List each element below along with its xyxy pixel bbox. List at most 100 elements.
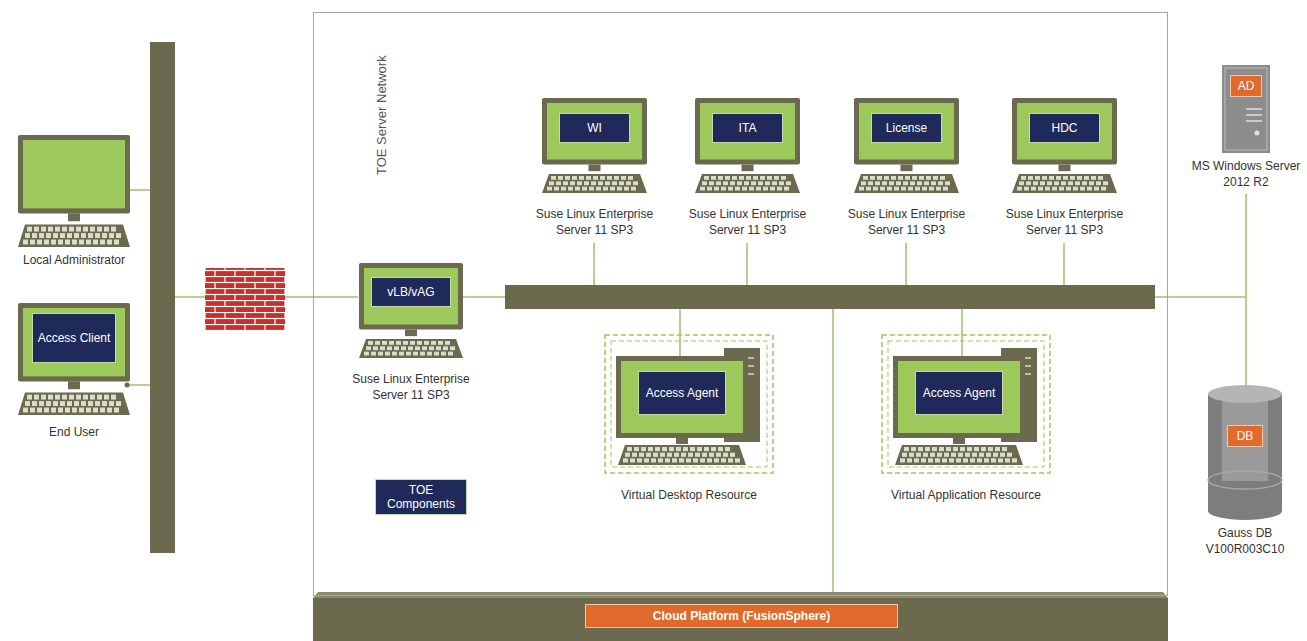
host-caption: Suse Linux Enterprise Server 11 SP3 — [525, 207, 665, 238]
component-box: Cloud Platform (FusionSphere) — [585, 604, 898, 628]
lan-bar — [150, 42, 175, 553]
cylinder-core — [1222, 394, 1268, 481]
monitor-screen — [23, 308, 125, 376]
monitor-screen — [547, 103, 642, 160]
keys — [23, 227, 121, 245]
keys — [859, 176, 950, 191]
keyboard — [695, 174, 800, 193]
component-label: HDC — [1049, 121, 1081, 135]
cloud-band — [313, 598, 1168, 641]
keys — [364, 341, 455, 356]
server-case — [1222, 65, 1270, 153]
component-box: AD — [1230, 75, 1262, 97]
cylinder-bottom — [1208, 502, 1282, 520]
monitor-screen — [23, 140, 125, 208]
server-front — [1225, 68, 1267, 150]
monitor-body — [18, 135, 130, 213]
monitor-body — [695, 98, 800, 165]
component-label: TOE Components — [376, 483, 466, 512]
component-label: Cloud Platform (FusionSphere) — [650, 609, 833, 623]
host-caption: Local Administrator — [9, 253, 139, 269]
component-box: WI — [559, 113, 630, 143]
monitor-neck — [68, 213, 80, 221]
component-label: Access Client — [35, 331, 114, 345]
computer-icon: ITASuse Linux Enterprise Server 11 SP3 — [695, 98, 800, 193]
firewall — [205, 268, 285, 330]
keys — [23, 395, 121, 413]
keyboard — [18, 393, 130, 415]
server-bus — [505, 285, 1155, 309]
monitor-neck — [1059, 165, 1071, 172]
component-box: vLB/vAG — [371, 277, 451, 307]
component-label: DB — [1234, 429, 1257, 443]
computer-icon: vLB/vAGSuse Linux Enterprise Server 11 S… — [359, 263, 463, 358]
server-icon: ADMS Windows Server 2012 R2 — [1222, 65, 1270, 153]
host-caption: MS Windows Server 2012 R2 — [1191, 159, 1301, 190]
monitor-body — [854, 98, 959, 165]
port-dot — [125, 383, 130, 388]
dashed-outline — [605, 335, 773, 473]
host-caption: Suse Linux Enterprise Server 11 SP3 — [678, 207, 818, 238]
component-label: Access Agent — [643, 386, 722, 400]
host-caption: Gauss DB V100R003C10 — [1195, 526, 1295, 557]
monitor-screen — [859, 103, 954, 160]
keys — [900, 447, 1017, 463]
keys — [547, 176, 638, 191]
monitor-body — [616, 356, 748, 438]
computer-icon: Local Administrator — [18, 135, 130, 247]
computer-icon: LicenseSuse Linux Enterprise Server 11 S… — [854, 98, 959, 193]
network-region: WI Suse Linux Enterprise Server 11 SP3 ITA… — [313, 12, 1168, 596]
virtual-resource: Access AgentVirtual Application Resource — [881, 334, 1051, 474]
keyboard — [854, 174, 959, 193]
component-label: AD — [1235, 79, 1258, 93]
component-box: Access Client — [32, 313, 116, 363]
keyboard — [895, 445, 1023, 465]
component-box: HDC — [1029, 113, 1100, 143]
icon-shape — [18, 135, 130, 247]
monitor-screen — [621, 361, 743, 433]
dashed-outline — [611, 341, 767, 467]
server-slots — [1246, 109, 1262, 121]
monitor-screen — [364, 268, 458, 325]
monitor-neck — [901, 165, 913, 172]
computer-icon: Access ClientEnd User — [18, 303, 130, 415]
monitor-body — [18, 303, 130, 381]
monitor-screen — [700, 103, 795, 160]
component-box: ITA — [712, 113, 783, 143]
monitor-body — [542, 98, 647, 165]
component-box: Access Agent — [638, 371, 726, 415]
wires — [128, 190, 1246, 598]
component-box: Access Agent — [915, 371, 1003, 415]
monitor-screen — [1017, 103, 1112, 160]
dashed-outline — [888, 341, 1044, 467]
component-box: DB — [1227, 425, 1263, 447]
component-box: TOE Components — [375, 479, 467, 515]
host-caption: Suse Linux Enterprise Server 11 SP3 — [995, 207, 1135, 238]
host-caption: Virtual Application Resource — [876, 488, 1056, 504]
keys — [1017, 176, 1108, 191]
region-label: TOE Server Network — [374, 55, 390, 175]
host-caption: Virtual Desktop Resource — [599, 488, 779, 504]
cloud-band-top — [313, 592, 1168, 598]
host-caption: End User — [9, 425, 139, 441]
keys — [623, 447, 740, 463]
component-label: License — [883, 121, 930, 135]
monitor-neck — [953, 438, 965, 444]
keyboard — [618, 445, 746, 465]
computer-icon: HDCSuse Linux Enterprise Server 11 SP3 — [1012, 98, 1117, 193]
cylinder-top — [1208, 385, 1282, 403]
host-caption: Suse Linux Enterprise Server 11 SP3 — [341, 372, 481, 403]
monitor-body — [893, 356, 1025, 438]
virtual-resource: Access AgentVirtual Desktop Resource — [604, 334, 774, 474]
monitor-body — [359, 263, 463, 330]
component-label: Access Agent — [920, 386, 999, 400]
monitor-neck — [742, 165, 754, 172]
component-box: License — [871, 113, 942, 143]
monitor-neck — [68, 381, 80, 389]
icon-shape — [1208, 385, 1282, 520]
cylinder-body — [1208, 394, 1282, 511]
monitor-screen — [898, 361, 1020, 433]
monitor-neck — [589, 165, 601, 172]
keyboard — [542, 174, 647, 193]
